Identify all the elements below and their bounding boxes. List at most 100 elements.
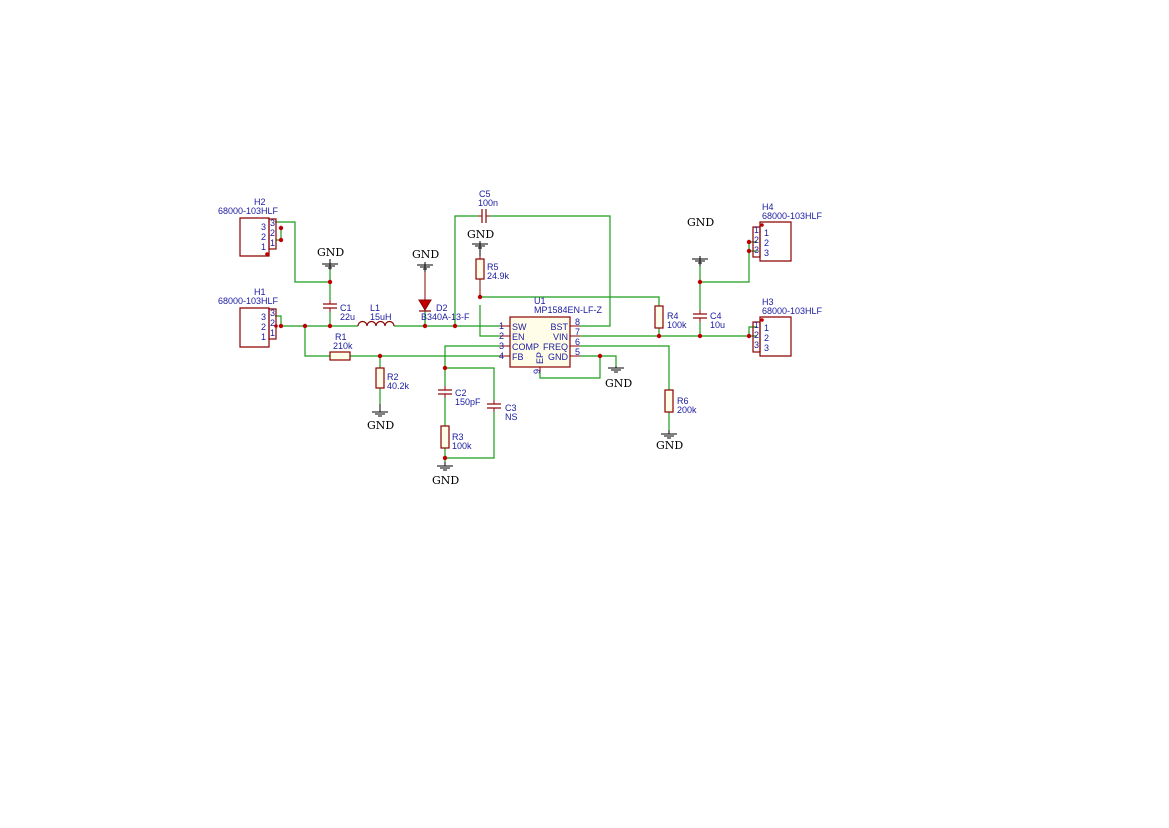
- resistor-r4-value: 100k: [667, 320, 687, 330]
- gnd-symbol-r3: GND: [432, 462, 459, 487]
- wire-h2-c1: [275, 221, 331, 300]
- wire-freq-r6: [580, 345, 670, 390]
- junctions: [278, 225, 752, 461]
- wire-ep-gnd: [539, 356, 601, 379]
- wire-r4-vin: [580, 328, 660, 337]
- capacitor-c1[interactable]: C1 22u: [323, 300, 355, 322]
- connector-h4-pin: 1: [754, 225, 759, 235]
- connector-h1-mount-dot: [274, 324, 278, 328]
- gnd-symbol-c1: GND: [317, 246, 344, 270]
- wire-c5-left: [454, 215, 478, 326]
- connector-h1-outer-label: 2: [261, 322, 266, 332]
- gnd-symbol-c4: GND: [687, 216, 714, 266]
- connector-h1-body: [239, 307, 270, 348]
- connector-h2-pin-block: [268, 218, 277, 250]
- connector-h3-ref: H3: [762, 297, 774, 307]
- capacitor-c3-ref: C3: [505, 403, 517, 413]
- ic-u1-pin-name: FB: [512, 352, 524, 362]
- wire-c3-gnd: [445, 412, 495, 459]
- ic-u1-pin-number: 2: [499, 331, 504, 341]
- ic-u1-pin-name: EN: [512, 332, 525, 342]
- resistor-r5[interactable]: R5 24.9k: [475, 256, 510, 297]
- connector-h1[interactable]: H1 68000-103HLF 3 2 1 3 2 1: [218, 287, 279, 348]
- connector-h2-outer-label: 3: [261, 222, 266, 232]
- resistor-r2[interactable]: R2 40.2k: [375, 367, 410, 391]
- connector-h4-outer-label: 2: [764, 238, 769, 248]
- capacitor-c1-ref: C1: [340, 303, 352, 313]
- resistor-r1-value: 210k: [333, 341, 353, 351]
- inductor-l1-ref: L1: [370, 303, 380, 313]
- ic-u1-pin-name: COMP: [512, 342, 539, 352]
- resistor-r6[interactable]: R6 200k: [664, 389, 697, 415]
- gnd-label: GND: [432, 474, 459, 487]
- resistor-r5-ref: R5: [487, 262, 499, 272]
- junction-dot: [746, 239, 752, 245]
- connector-h4-pin: 3: [754, 245, 759, 255]
- connector-h2-body: [239, 217, 270, 257]
- inductor-l1-value: 15uH: [370, 312, 392, 322]
- ic-u1-pin-number: 3: [499, 341, 504, 351]
- capacitor-c4-ref: C4: [710, 311, 722, 321]
- junction-dot: [697, 333, 703, 339]
- gnd-label: GND: [687, 216, 714, 229]
- connector-h3-value: 68000-103HLF: [762, 306, 823, 316]
- diode-d2-value: B340A-13-F: [421, 312, 470, 322]
- connector-h4[interactable]: H4 68000-103HLF 1 2 3 1 2 3: [752, 202, 823, 262]
- gnd-label: GND: [656, 439, 683, 452]
- gnd-symbol-r2: GND: [367, 404, 394, 432]
- ic-u1-pin-name: FREQ: [543, 342, 568, 352]
- capacitor-c3[interactable]: C3 NS: [487, 400, 518, 422]
- capacitor-c2[interactable]: C2 150pF: [438, 386, 481, 407]
- connector-h3-pin: 2: [754, 330, 759, 340]
- resistor-r6-value: 200k: [677, 405, 697, 415]
- resistor-r3-ref: R3: [452, 432, 464, 442]
- connector-h2-mount-dot: [265, 252, 269, 256]
- connector-h2[interactable]: H2 68000-103HLF 3 2 1 3 2 1: [218, 197, 279, 257]
- capacitor-c5[interactable]: C5 100n: [478, 189, 498, 223]
- junction-dot: [422, 323, 428, 329]
- connector-h3-mount-dot: [760, 318, 764, 322]
- wire-h1-bridge: [275, 315, 282, 326]
- connector-h1-outer-label: 1: [261, 332, 266, 342]
- wire-rail-r1: [304, 326, 330, 357]
- ic-u1-pin-number: 6: [575, 337, 580, 347]
- inductor-l1[interactable]: L1 15uH: [357, 303, 395, 327]
- capacitor-c4[interactable]: C4 10u: [693, 310, 725, 330]
- capacitor-c4-value: 10u: [710, 320, 725, 330]
- ic-u1-pin-number: 8: [575, 317, 580, 327]
- connector-h3-pin: 3: [754, 340, 759, 350]
- gnd-label: GND: [605, 377, 632, 390]
- junction-dot: [278, 225, 284, 231]
- wire-h3-bridge: [748, 326, 757, 336]
- wire-c4-h4: [699, 251, 750, 283]
- diode-d2-ref: D2: [436, 303, 448, 313]
- connector-h2-pin: 1: [270, 238, 275, 248]
- diode-d2[interactable]: D2 B340A-13-F: [418, 272, 470, 322]
- wire-c5-right: [490, 215, 611, 327]
- connector-h4-ref: H4: [762, 202, 774, 212]
- connector-h1-pin: 2: [270, 318, 275, 328]
- connector-h1-pin: 1: [270, 328, 275, 338]
- resistor-r5-body: [475, 258, 485, 280]
- resistor-r1-ref: R1: [335, 332, 347, 342]
- connector-h3-pin: 1: [754, 320, 759, 330]
- capacitor-c3-value: NS: [505, 412, 518, 422]
- capacitor-c1-value: 22u: [340, 312, 355, 322]
- ic-u1[interactable]: U1 MP1584EN-LF-Z 1 2 3 4 SW EN COMP FB 8…: [499, 296, 603, 374]
- junction-dot: [327, 323, 333, 329]
- ic-u1-pin-number: 5: [575, 347, 580, 357]
- connector-h4-outer-label: 3: [764, 248, 769, 258]
- connector-h3[interactable]: H3 68000-103HLF 1 2 3 1 2 3: [752, 297, 823, 357]
- ic-u1-ref: U1: [534, 296, 546, 306]
- resistor-r5-value: 24.9k: [487, 271, 510, 281]
- resistor-r4[interactable]: R4 100k: [654, 305, 687, 330]
- connector-h4-pin-block: [752, 226, 761, 258]
- connector-h3-outer-label: 1: [764, 323, 769, 333]
- resistor-r1[interactable]: R1 210k: [329, 332, 353, 361]
- resistor-r3[interactable]: R3 100k: [440, 425, 472, 451]
- connector-h4-pin: 2: [754, 235, 759, 245]
- connector-h1-ref: H1: [254, 287, 266, 297]
- junction-dot: [377, 353, 383, 359]
- junction-dot: [442, 455, 448, 461]
